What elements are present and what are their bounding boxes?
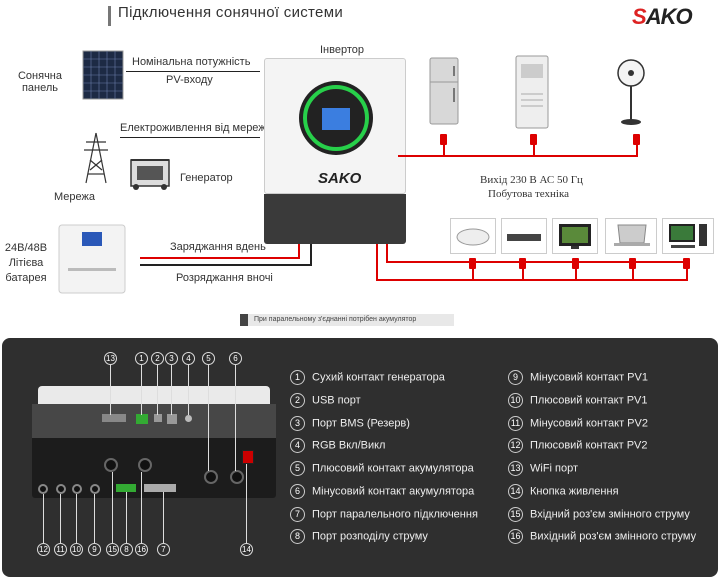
generator-label: Генератор bbox=[180, 172, 233, 184]
page-title: Підключення сонячної системи bbox=[118, 4, 343, 21]
callout-5: 5 bbox=[202, 352, 215, 365]
battery-plus-socket bbox=[204, 470, 218, 484]
fan-icon bbox=[617, 59, 645, 125]
callout-6: 6 bbox=[229, 352, 242, 365]
usb-port bbox=[154, 414, 162, 422]
appliance-box-tv bbox=[552, 218, 598, 254]
battery-icon bbox=[58, 224, 126, 294]
pv-wire bbox=[126, 71, 260, 72]
current-share-port bbox=[116, 484, 136, 492]
desktop-pc-icon bbox=[669, 224, 707, 248]
callout-11: 11 bbox=[54, 543, 67, 556]
pv1-plus bbox=[72, 484, 82, 494]
ac-input-socket bbox=[104, 458, 118, 472]
laptop-icon bbox=[614, 224, 650, 246]
battery-label-voltage: 24В/48В bbox=[4, 242, 48, 254]
ceiling-lamp-icon bbox=[456, 228, 490, 246]
callout-3: 3 bbox=[165, 352, 178, 365]
solar-panel-label: Сонячна панель bbox=[17, 70, 63, 94]
appliance-box-lamp bbox=[450, 218, 496, 254]
battery-label-name: батарея bbox=[5, 272, 47, 284]
callout-10: 10 bbox=[70, 543, 83, 556]
pv-power-label: Номінальна потужність bbox=[132, 56, 251, 68]
pv2-plus bbox=[38, 484, 48, 494]
wifi-port bbox=[102, 414, 126, 422]
fridge-icon bbox=[429, 57, 459, 125]
inverter-display-ring bbox=[299, 81, 373, 155]
battery-label-type: Літієва bbox=[8, 257, 44, 269]
callout-2: 2 bbox=[151, 352, 164, 365]
inverter-label: Інвертор bbox=[320, 44, 364, 56]
battery-minus-socket bbox=[230, 470, 244, 484]
dry-contact bbox=[136, 414, 148, 424]
inverter-rear-top bbox=[38, 386, 270, 408]
callout-4: 4 bbox=[182, 352, 195, 365]
media-player-icon bbox=[507, 234, 541, 241]
pv-input-label: PV-входу bbox=[166, 74, 213, 86]
grid-label: Мережа bbox=[54, 191, 95, 203]
callout-7: 7 bbox=[157, 543, 170, 556]
discharge-night-label: Розряджання вночі bbox=[176, 272, 273, 284]
callout-9: 9 bbox=[88, 543, 101, 556]
generator-icon bbox=[130, 159, 170, 190]
callout-13: 13 bbox=[104, 352, 117, 365]
callout-14: 14 bbox=[240, 543, 253, 556]
power-button bbox=[242, 450, 254, 464]
appliance-box-pc bbox=[662, 218, 714, 254]
callout-8: 8 bbox=[120, 543, 133, 556]
bms-port bbox=[167, 414, 177, 424]
grid-wire bbox=[120, 137, 260, 138]
charge-day-label: Заряджання вдень bbox=[170, 241, 266, 253]
household-appliances-label: Побутова техніка bbox=[488, 188, 570, 200]
pv2-minus bbox=[56, 484, 66, 494]
rgb-switch bbox=[185, 415, 192, 422]
tv-icon bbox=[559, 224, 591, 249]
output-voltage-label: Вихід 230 В АС 50 Гц bbox=[480, 174, 583, 186]
ac-output-socket bbox=[138, 458, 152, 472]
title-accent-bar bbox=[108, 6, 111, 26]
brand-logo: SAKO bbox=[632, 4, 693, 29]
inverter-base bbox=[264, 194, 406, 244]
pv1-minus bbox=[90, 484, 100, 494]
callout-1: 1 bbox=[135, 352, 148, 365]
grid-supply-label: Електроживлення від мережі bbox=[120, 122, 269, 134]
callout-12: 12 bbox=[37, 543, 50, 556]
power-tower-icon bbox=[84, 132, 108, 184]
parallel-note: При паралельному з'єднанні потрібен акум… bbox=[240, 314, 454, 326]
callout-16: 16 bbox=[135, 543, 148, 556]
parallel-port bbox=[144, 484, 176, 492]
appliance-box-laptop bbox=[605, 218, 657, 254]
air-conditioner-icon bbox=[515, 55, 549, 129]
appliance-box-player bbox=[501, 218, 547, 254]
solar-panel-icon bbox=[82, 50, 124, 100]
output-wire-bottom bbox=[376, 279, 688, 281]
callout-15: 15 bbox=[106, 543, 119, 556]
inverter-brand-logo: SAKO bbox=[318, 170, 362, 187]
output-wire-top bbox=[398, 155, 638, 157]
